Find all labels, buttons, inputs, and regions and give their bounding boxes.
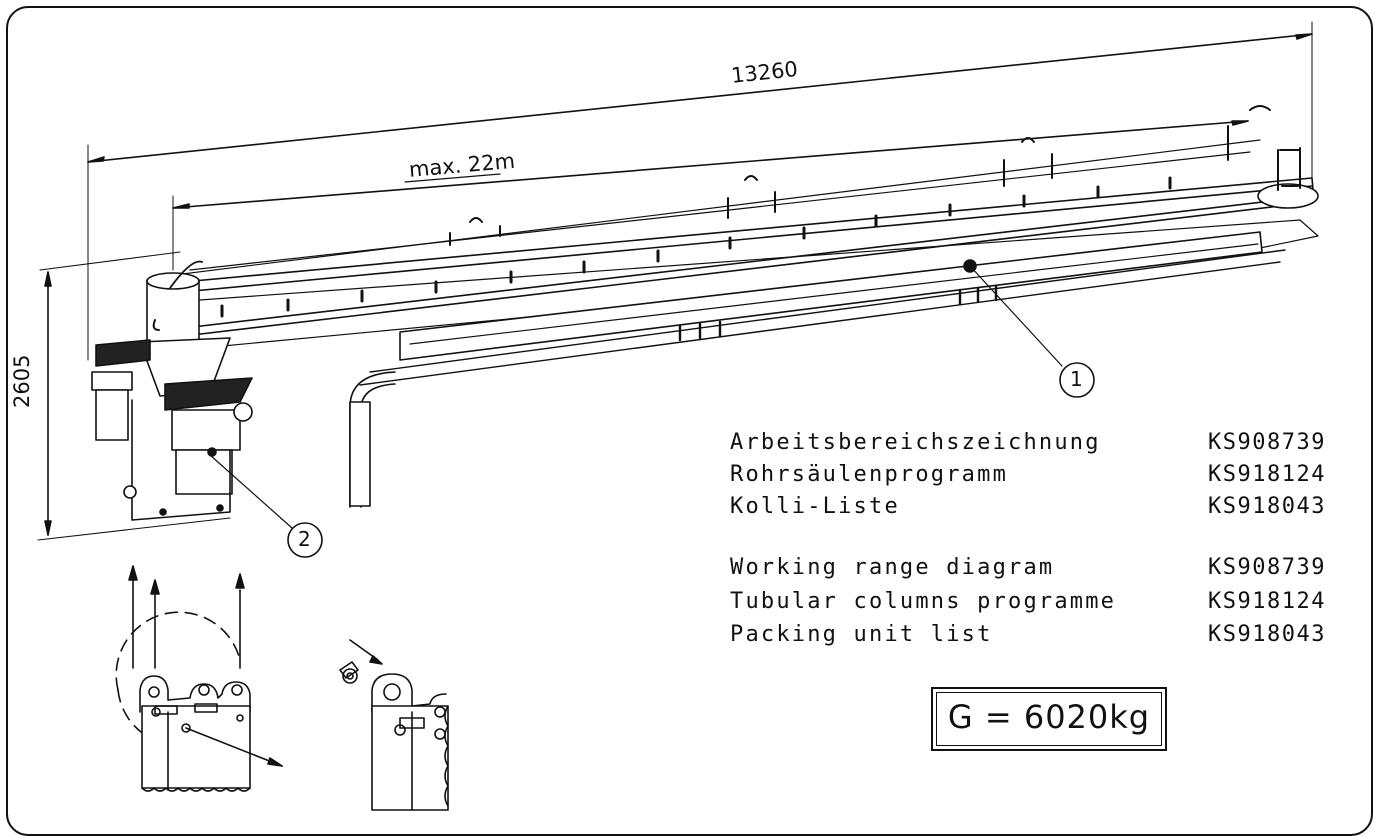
column-base xyxy=(91,260,253,521)
dimension-line-overall xyxy=(87,21,1313,361)
doc-label-6: Packing unit list xyxy=(730,622,993,647)
doc-label-5: Tubular columns programme xyxy=(730,589,1117,614)
callout-leaders xyxy=(209,265,1063,529)
doc-code-5: KS918124 xyxy=(1208,589,1326,614)
doc-code-6: KS918043 xyxy=(1208,622,1326,647)
doc-label-3: Kolli-Liste xyxy=(730,494,900,519)
callout-circles xyxy=(287,362,1095,558)
doc-code-2: KS918124 xyxy=(1208,462,1326,487)
dimension-line-height xyxy=(37,251,231,541)
dimension-line-max xyxy=(172,120,1249,271)
weight-box: G = 6020kg xyxy=(931,687,1167,751)
doc-code-3: KS918043 xyxy=(1208,494,1326,519)
doc-label-1: Arbeitsbereichszeichnung xyxy=(730,430,1101,455)
doc-code-4: KS908739 xyxy=(1208,555,1326,580)
lifting-detail-1 xyxy=(115,565,283,792)
doc-code-1: KS908739 xyxy=(1208,430,1326,455)
callout-2: 2 xyxy=(298,527,311,551)
callout-1: 1 xyxy=(1070,367,1083,391)
lifting-detail-2 xyxy=(339,639,449,811)
doc-label-2: Rohrsäulenprogramm xyxy=(730,462,1009,487)
doc-label-4: Working range diagram xyxy=(730,555,1055,580)
weight-label: G = 6020kg xyxy=(947,698,1151,736)
technical-drawing xyxy=(37,21,1319,811)
lower-arm xyxy=(349,231,1286,508)
height-label: 2605 xyxy=(10,354,34,408)
